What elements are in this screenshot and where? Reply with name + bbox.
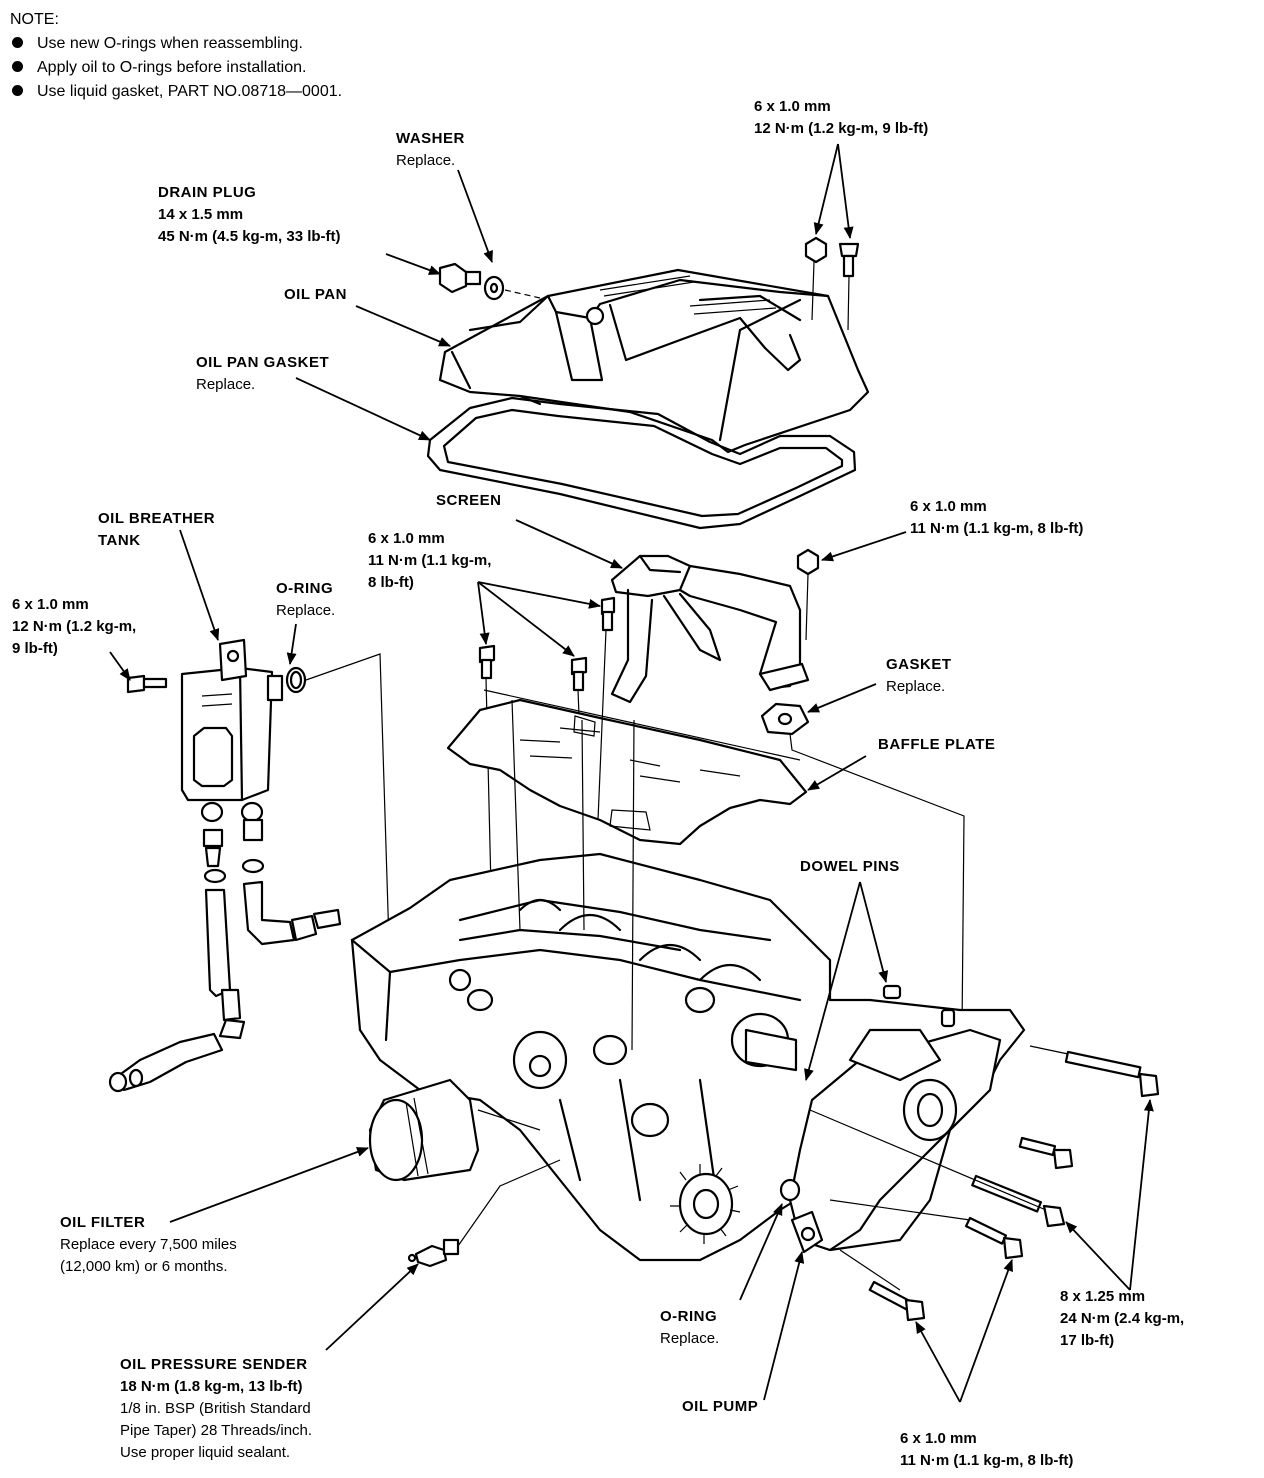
label-oring-breather: O-RING Replace.	[276, 580, 336, 619]
oring-pump-icon	[779, 1178, 801, 1202]
label-bolt-screen-right: 6 x 1.0 mm 11 N·m (1.1 kg-m, 8 lb-ft)	[910, 498, 1084, 537]
bullet-icon	[12, 61, 23, 72]
dowel-pin-icon-2	[940, 1008, 956, 1028]
oil-filter	[368, 1078, 541, 1182]
washer-icon	[483, 275, 505, 301]
breather-bolt-icon	[126, 674, 168, 694]
label-screen: SCREEN	[436, 492, 502, 509]
label-bolt-pump-right: 8 x 1.25 mm 24 N·m (2.4 kg-m, 17 lb-ft)	[1060, 1288, 1185, 1349]
drain-boss-icon	[585, 306, 605, 326]
engine-lower-block	[350, 852, 1026, 1262]
label-washer: WASHER Replace.	[396, 130, 465, 169]
bullet-icon	[12, 85, 23, 96]
label-bolt-bottom: 6 x 1.0 mm 11 N·m (1.1 kg-m, 8 lb-ft)	[900, 1430, 1074, 1469]
oring-breather-icon	[285, 666, 307, 694]
pump-bolt-short	[964, 1216, 1024, 1260]
pan-bolt-flange-nut	[804, 236, 828, 321]
label-oil-breather-tank: OIL BREATHER TANK	[98, 510, 216, 549]
label-oring-pump: O-RING Replace.	[660, 1308, 720, 1347]
label-oil-pressure-sender: OIL PRESSURE SENDER 18 N·m (1.8 kg-m, 13…	[120, 1356, 313, 1461]
baffle-plate	[446, 698, 808, 846]
screen-bolt-c	[570, 656, 588, 741]
pickup-gasket	[760, 702, 965, 1031]
label-oil-pump: OIL PUMP	[682, 1398, 759, 1415]
drain-plug	[438, 262, 482, 294]
note-item: Apply oil to O-rings before installation…	[10, 56, 342, 80]
label-gasket: GASKET Replace.	[886, 656, 952, 695]
label-baffle-plate: BAFFLE PLATE	[878, 736, 996, 753]
pump-bolt-lower	[971, 1174, 1066, 1228]
bullet-icon	[12, 37, 23, 48]
screen-nut-right	[796, 548, 820, 641]
note-item: Use liquid gasket, PART NO.08718—0001.	[10, 80, 342, 104]
label-bolt-screen-left: 6 x 1.0 mm 11 N·m (1.1 kg-m, 8 lb-ft)	[368, 530, 492, 591]
pump-bolt-long	[1029, 1045, 1160, 1098]
oil-pan-gasket	[426, 396, 857, 530]
pan-bolt-icon	[838, 242, 860, 331]
breather-hose-set	[108, 801, 342, 1093]
label-oil-filter: OIL FILTER Replace every 7,500 miles (12…	[60, 1214, 237, 1275]
pump-bolt-mid	[1018, 1136, 1074, 1170]
label-oil-pan-gasket: OIL PAN GASKET Replace.	[196, 354, 330, 393]
oil-breather-tank	[180, 638, 284, 802]
oil-pressure-sender	[407, 1159, 561, 1268]
screen-bolt-a	[600, 596, 616, 632]
label-oil-pan: OIL PAN	[284, 286, 347, 303]
notes-title: NOTE:	[10, 11, 59, 28]
leader-lines	[109, 143, 1154, 1403]
pump-bolt-bottom	[868, 1280, 926, 1322]
label-drain-plug: DRAIN PLUG 14 x 1.5 mm 45 N·m (4.5 kg-m,…	[158, 184, 341, 245]
note-item: Use new O-rings when reassembling.	[10, 32, 342, 56]
label-bolt-breather: 6 x 1.0 mm 12 N·m (1.2 kg-m, 9 lb-ft)	[12, 596, 137, 657]
label-dowel-pins: DOWEL PINS	[800, 858, 900, 875]
dowel-pin-icon	[882, 984, 902, 1000]
oil-screen	[610, 554, 810, 704]
oil-pan	[438, 268, 870, 454]
notes-block: NOTE: Use new O-rings when reassembling.…	[10, 8, 342, 104]
label-bolt-top-right: 6 x 1.0 mm 12 N·m (1.2 kg-m, 9 lb-ft)	[754, 98, 929, 137]
